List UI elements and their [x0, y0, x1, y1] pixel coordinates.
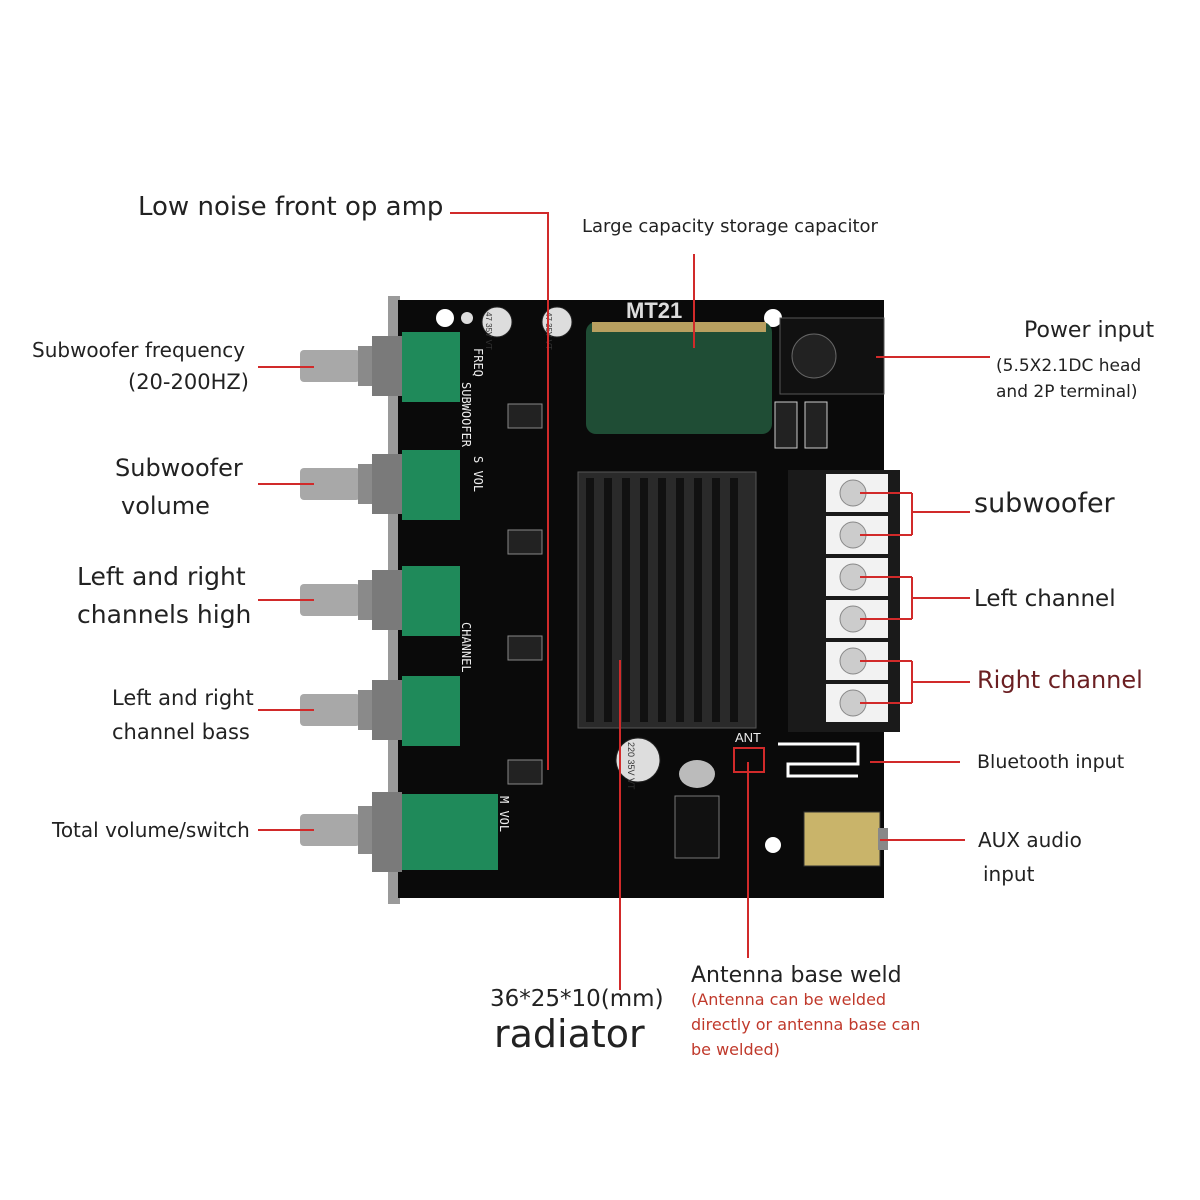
label-subwoofer-frequency: Subwoofer frequency	[32, 338, 246, 362]
label-right-channel: Right channel	[977, 666, 1143, 694]
label-antenna-note-3: be welded)	[691, 1040, 780, 1059]
pointer-lines	[258, 212, 990, 990]
label-total-volume: Total volume/switch	[52, 818, 250, 842]
label-lr-bass-1: Left and right	[112, 686, 254, 710]
label-aux-2: input	[983, 862, 1035, 886]
cap-220-label: 220 35V VT	[626, 742, 636, 790]
pointer-op-amp	[450, 212, 549, 420]
knob-subwoofer-volume	[300, 450, 460, 520]
label-antenna-note-1: (Antenna can be welded	[691, 990, 887, 1009]
speaker-terminal-block	[788, 470, 900, 732]
board-model: MT21	[626, 298, 682, 323]
knob-high	[300, 566, 460, 636]
aux-jack	[803, 811, 881, 867]
s-vol-silk: S VOL	[471, 456, 485, 492]
small-capacitor	[541, 306, 573, 338]
mounting-hole	[765, 837, 781, 853]
label-antenna-note-2: directly or antenna base can	[691, 1015, 921, 1034]
diode	[804, 401, 828, 449]
ic	[507, 635, 543, 661]
ant-silk: ANT	[735, 730, 761, 745]
label-left-channel: Left channel	[974, 586, 1116, 612]
m-vol-silk: M VOL	[497, 796, 511, 832]
label-antenna-title: Antenna base weld	[691, 963, 902, 988]
label-storage-capacitor: Large capacity storage capacitor	[582, 216, 878, 237]
label-subwoofer-volume-2: volume	[121, 492, 210, 520]
label-subwoofer-frequency-range: (20-200HZ)	[128, 370, 249, 394]
ic	[507, 759, 543, 785]
bluetooth-antenna-trace	[778, 742, 860, 778]
label-subwoofer: subwoofer	[974, 488, 1115, 519]
label-radiator: radiator	[494, 1012, 645, 1056]
crystal	[679, 760, 715, 788]
cap1-label: 47 35V VT	[484, 312, 493, 350]
mounting-hole	[461, 312, 473, 324]
label-aux-1: AUX audio	[978, 828, 1082, 852]
label-bluetooth-input: Bluetooth input	[977, 751, 1125, 773]
freq-silk: FREQ	[471, 348, 485, 377]
small-capacitor	[481, 306, 513, 338]
bluetooth-chip	[674, 795, 720, 859]
label-radiator-size: 36*25*10(mm)	[490, 986, 664, 1012]
heatsink	[577, 471, 757, 729]
ic	[507, 529, 543, 555]
label-subwoofer-volume-1: Subwoofer	[115, 454, 243, 482]
op-amp-ic	[507, 403, 543, 429]
label-power-input: Power input	[1024, 318, 1155, 343]
knob-total-volume	[300, 792, 498, 872]
channel-silk: CHANNEL	[459, 622, 473, 673]
label-lr-high-1: Left and right	[77, 562, 246, 591]
storage-capacitor	[586, 322, 772, 434]
label-lr-bass-2: channel bass	[112, 720, 250, 744]
diode	[774, 401, 798, 449]
label-power-input-detail-1: (5.5X2.1DC head	[996, 356, 1142, 376]
filter-capacitor	[615, 737, 661, 783]
knob-subwoofer-frequency	[300, 332, 460, 402]
knob-bass	[300, 676, 460, 746]
mounting-hole	[436, 309, 454, 327]
label-lr-high-2: channels high	[77, 600, 252, 629]
label-op-amp: Low noise front op amp	[138, 192, 444, 222]
subwoofer-silk: SUBWOOFER	[459, 382, 473, 448]
label-power-input-detail-2: and 2P terminal)	[996, 382, 1138, 402]
mounting-hole	[764, 309, 782, 327]
